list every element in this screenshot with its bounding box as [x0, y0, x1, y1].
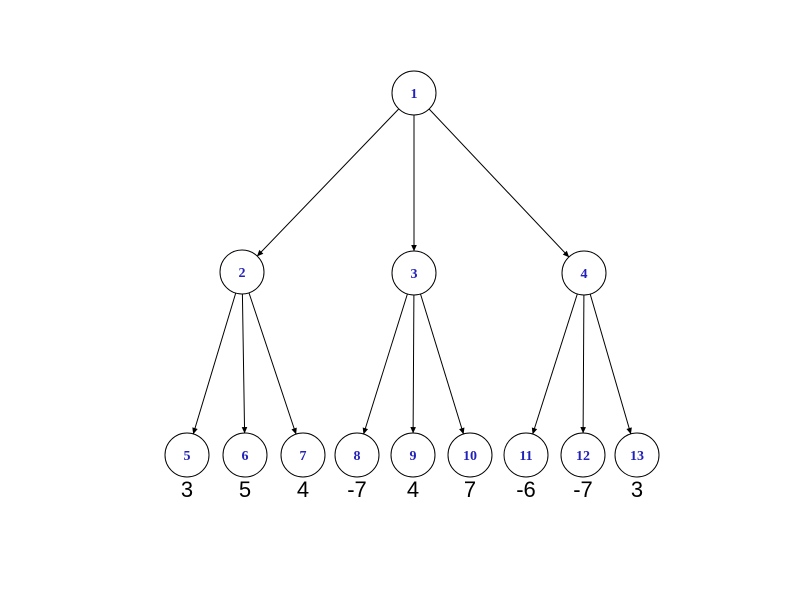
tree-node-label-13: 13 [630, 449, 644, 464]
tree-node-circle-13 [614, 432, 660, 478]
tree-node-7: 7 [280, 432, 326, 478]
tree-node-label-7: 7 [300, 449, 307, 464]
tree-node-circle-3 [391, 250, 437, 296]
tree-edge-2-7 [248, 292, 297, 435]
tree-node-6: 6 [222, 432, 268, 478]
tree-edge-3-9 [410, 294, 416, 434]
tree-node-2: 2 [219, 249, 265, 295]
tree-node-label-8: 8 [354, 449, 361, 464]
tree-node-3: 3 [391, 250, 437, 296]
tree-edge-2-5 [192, 292, 237, 435]
tree-node-label-11: 11 [519, 449, 532, 464]
tree-node-label-10: 10 [463, 449, 477, 464]
tree-node-12: 12 [560, 432, 606, 478]
tree-node-13: 13 [614, 432, 660, 478]
leaf-value-10: 7 [464, 477, 476, 502]
tree-node-circle-7 [280, 432, 326, 478]
tree-node-circle-12 [560, 432, 606, 478]
tree-node-circle-5 [164, 432, 210, 478]
leaf-values: 3 5 4 -7 4 7 -6 -7 3 [181, 477, 643, 502]
tree-node-9: 9 [390, 432, 436, 478]
tree-edge-4-11 [531, 293, 578, 435]
tree-node-5: 5 [164, 432, 210, 478]
leaf-value-11: -6 [516, 477, 536, 502]
tree-node-circle-2 [219, 249, 265, 295]
tree-edge-4-12 [580, 294, 586, 434]
leaf-value-5: 3 [181, 477, 193, 502]
tree-node-circle-9 [390, 432, 436, 478]
tree-edge-3-10 [420, 293, 465, 435]
tree-edge-2-6 [241, 293, 248, 434]
tree-node-circle-8 [334, 432, 380, 478]
tree-node-label-5: 5 [184, 449, 191, 464]
tree-node-circle-1 [391, 70, 437, 116]
tree-node-label-1: 1 [411, 87, 418, 102]
leaf-value-13: 3 [631, 477, 643, 502]
tree-edge-1-2 [256, 108, 400, 257]
tree-node-circle-11 [503, 432, 549, 478]
tree-node-label-6: 6 [242, 449, 249, 464]
tree-node-label-2: 2 [239, 266, 246, 281]
tree-node-11: 11 [503, 432, 549, 478]
tree-node-label-12: 12 [576, 449, 590, 464]
tree-node-circle-6 [222, 432, 268, 478]
tree-node-4: 4 [561, 250, 607, 296]
tree-node-circle-10 [447, 432, 493, 478]
tree-edge-4-13 [589, 293, 632, 435]
tree-node-label-9: 9 [410, 449, 417, 464]
leaf-value-6: 5 [239, 477, 251, 502]
tree-node-label-3: 3 [411, 267, 418, 282]
tree-edge-1-4 [428, 108, 570, 258]
tree-node-label-4: 4 [581, 267, 588, 282]
tree-node-8: 8 [334, 432, 380, 478]
leaf-value-12: -7 [573, 477, 593, 502]
tree-edge-3-8 [362, 293, 408, 435]
tree-node-1: 1 [391, 70, 437, 116]
leaf-value-8: -7 [347, 477, 367, 502]
leaf-value-7: 4 [297, 477, 309, 502]
leaf-value-9: 4 [407, 477, 419, 502]
tree-node-circle-4 [561, 250, 607, 296]
tree-edges [192, 108, 632, 435]
tree-node-10: 10 [447, 432, 493, 478]
